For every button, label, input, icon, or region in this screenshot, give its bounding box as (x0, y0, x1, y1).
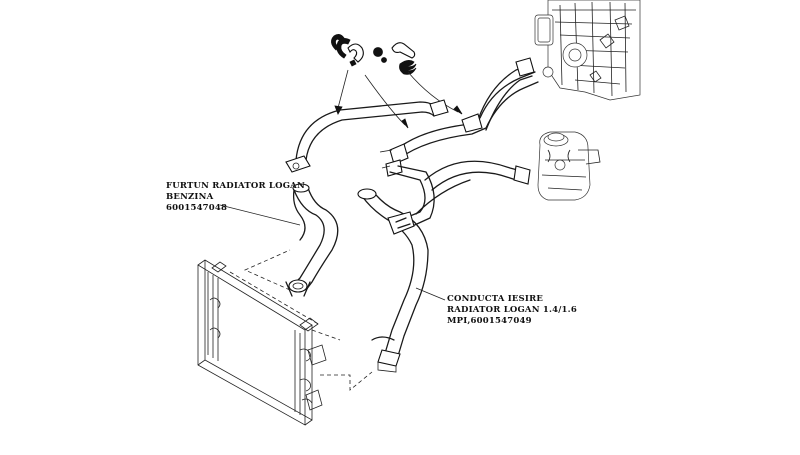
right-radiator-hose (357, 188, 429, 373)
left-label-line-1: FURTUN RADIATOR LOGAN (166, 181, 305, 191)
dashed-guides (229, 249, 373, 391)
right-label-line-1: CONDUCTA IESIRE (447, 294, 544, 304)
right-label-line-3: MPI,6001547049 (447, 316, 532, 326)
engine-block (534, 0, 641, 101)
left-hose-label: FURTUN RADIATOR LOGAN BENZINA 6001547048 (166, 181, 305, 214)
leader-lines (219, 204, 446, 301)
left-label-line-3: 6001547048 (166, 203, 228, 213)
left-radiator-hose (285, 183, 339, 297)
radiator (197, 259, 327, 426)
upper-left-hose (285, 99, 449, 173)
clamp-parts (331, 34, 417, 75)
upper-middle-hose (379, 57, 539, 177)
left-label-line-2: BENZINA (166, 192, 214, 202)
expansion-tank (537, 131, 601, 201)
right-hose-label: CONDUCTA IESIRE RADIATOR LOGAN 1.4/1.6 M… (447, 294, 577, 327)
right-label-line-2: RADIATOR LOGAN 1.4/1.6 (447, 305, 577, 315)
tank-hose (389, 160, 531, 229)
